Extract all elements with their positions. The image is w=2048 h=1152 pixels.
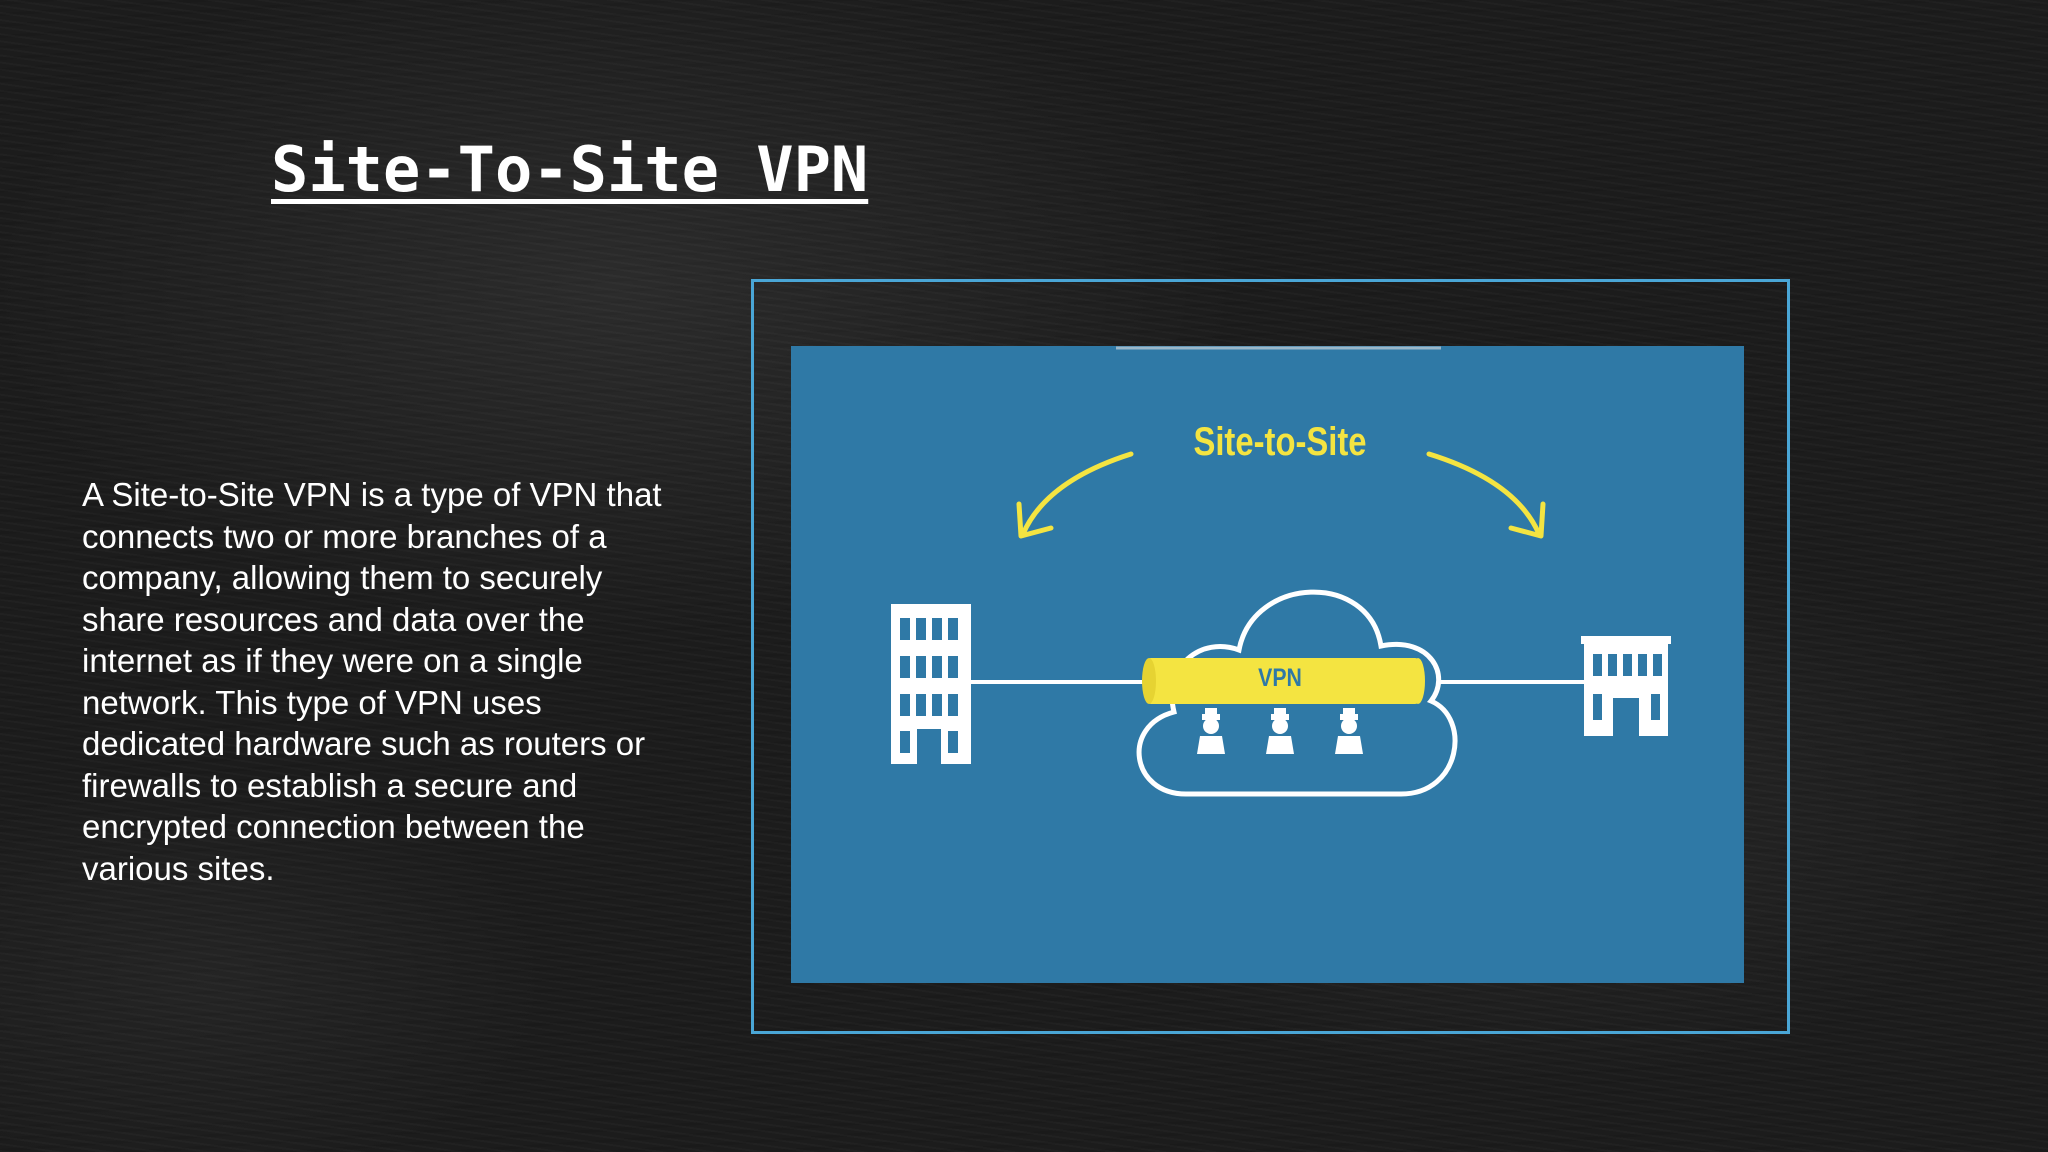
curved-arrow-right-icon [1426,451,1546,539]
diagram-graphics [891,346,1671,797]
slide-title: Site-To-Site VPN [271,133,869,206]
image-frame-border [751,279,1790,1034]
building-right-icon [1581,636,1671,736]
vpn-tunnel-label: VPN [1258,664,1302,692]
vpn-tunnel-icon [1142,658,1425,704]
hacker-icon [1266,708,1294,754]
site-to-site-diagram: Site-to-Site VPN [791,346,1744,983]
hacker-icon [1197,708,1225,754]
curved-arrow-left-icon [1016,451,1134,539]
hacker-icon [1335,708,1363,754]
building-left-icon [891,604,971,764]
slide-body-text: A Site-to-Site VPN is a type of VPN that… [82,476,662,887]
diagram-heading: Site-to-Site [1193,420,1367,464]
